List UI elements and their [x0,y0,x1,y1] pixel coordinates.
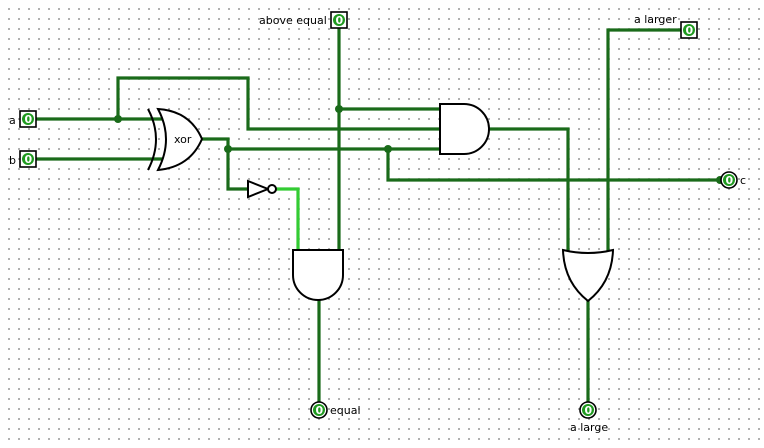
wire-and3-out[interactable] [487,127,570,254]
pin-a-larger-label: a larger [634,13,677,26]
wire-a-larger[interactable] [606,28,683,254]
pin-b-indicator [22,153,34,165]
pin-a-larger-indicator [683,24,695,36]
xor-gate-back-curve [147,108,157,171]
pin-b-label: b [9,154,16,167]
pin-a[interactable]: a 0 [9,110,37,128]
xor-gate-body [156,107,204,172]
pin-c[interactable]: 0 c [720,171,746,189]
pin-above-equal[interactable]: above equal 0 [259,11,348,29]
xor-gate[interactable]: xor [147,107,204,172]
pin-c-label: c [740,174,746,187]
and-gate-equal-body [292,249,344,301]
wire-xor-to-not[interactable] [226,147,250,191]
and-gate-3-body [439,103,490,155]
pin-a-large-label: a large [570,421,608,434]
pin-equal[interactable]: 0 equal [310,401,361,419]
pin-b-value: 0 [25,153,33,166]
wire-xor-out[interactable] [196,137,442,151]
pin-equal-label: equal [330,404,361,417]
pin-a-large-indicator [582,404,594,416]
pin-a-label: a [9,114,16,127]
and-gate-equal[interactable] [292,249,344,301]
and-gate-3-input[interactable] [439,103,490,155]
pin-above-equal-value: 0 [336,14,344,27]
pin-above-equal-label: above equal [259,14,327,27]
pin-a-value: 0 [25,113,33,126]
junction-dot [335,105,343,113]
wire-a-branch[interactable] [116,76,442,131]
pin-equal-indicator [313,404,325,416]
pin-a-indicator [22,113,34,125]
pin-c-indicator [723,174,735,186]
pin-a-large-value: 0 [585,404,593,417]
pin-a-large[interactable]: 0 a large [570,401,608,434]
or-gate-body [561,248,615,303]
pin-c-value: 0 [726,174,734,187]
not-gate-bubble [267,184,277,194]
not-gate[interactable] [247,179,277,199]
junction-dot [384,145,392,153]
wire-not-out[interactable] [275,187,300,253]
pin-above-equal-indicator [333,14,345,26]
junction-dot [114,115,122,123]
pin-a-larger-value: 0 [686,24,694,37]
pin-b[interactable]: b 0 [9,150,37,168]
wires [34,27,722,404]
pin-a-larger[interactable]: a larger 0 [634,13,698,39]
xor-gate-label: xor [174,133,192,146]
wire-xor-to-c[interactable] [386,147,722,182]
or-gate[interactable] [561,248,615,303]
junction-dots [114,105,724,184]
pin-equal-value: 0 [316,404,324,417]
not-gate-triangle [247,179,271,199]
junction-dot [224,145,232,153]
